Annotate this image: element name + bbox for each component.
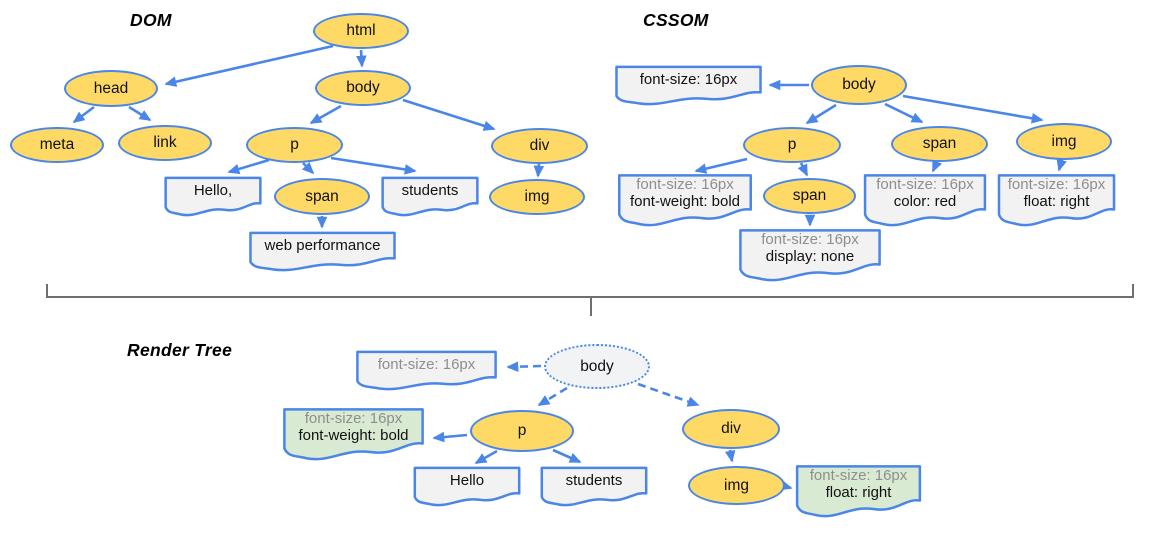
edge-p-students xyxy=(330,156,417,175)
cssom-node-span-red: span xyxy=(891,126,988,162)
render-text-students: students xyxy=(540,466,648,508)
render-rule-p-line2: font-weight: bold xyxy=(298,427,409,444)
render-rule-body-line1: font-size: 16px xyxy=(377,356,476,373)
dom-node-meta: meta xyxy=(10,127,104,163)
cssom-rule-img-line2: float: right xyxy=(1023,193,1090,210)
cssom-rule-span-red: font-size: 16px color: red xyxy=(863,173,987,229)
render-node-body: body xyxy=(544,344,650,389)
dom-text-webperf-label: web performance xyxy=(264,237,381,254)
edge-html-body xyxy=(356,49,367,68)
cssom-rule-body-line1: font-size: 16px xyxy=(639,71,738,88)
render-rule-p-line1: font-size: 16px xyxy=(304,410,403,427)
edge-body-div xyxy=(637,382,700,407)
cssom-rule-p: font-size: 16px font-weight: bold xyxy=(617,173,753,229)
edge-head-meta xyxy=(72,105,95,124)
cssom-rule-p-line2: font-weight: bold xyxy=(629,193,741,210)
render-tree-title: Render Tree xyxy=(127,340,233,360)
cssom-rule-span-none-line2: display: none xyxy=(765,248,855,265)
dom-text-students-label: students xyxy=(401,182,459,199)
cssom-rule-span-none: font-size: 16px display: none xyxy=(738,228,882,284)
render-node-div: div xyxy=(682,409,780,449)
cssom-node-img: img xyxy=(1016,123,1112,160)
edge-body-p xyxy=(805,103,837,125)
cssom-node-p: p xyxy=(743,127,841,163)
render-rule-p: font-size: 16px font-weight: bold xyxy=(282,407,425,463)
edge-head-link xyxy=(128,105,152,122)
edge-div-img xyxy=(533,163,545,178)
dom-node-p: p xyxy=(246,127,343,163)
dom-text-webperf: web performance xyxy=(248,231,397,273)
render-rule-body: font-size: 16px xyxy=(355,350,498,392)
edge-span-rule xyxy=(931,159,943,173)
edge-html-head xyxy=(164,44,334,87)
cssom-node-span-none: span xyxy=(763,178,856,214)
dom-title: DOM xyxy=(130,10,172,30)
cssom-rule-span-red-line2: color: red xyxy=(893,193,957,210)
cssom-rule-img-line1: font-size: 16px xyxy=(1007,176,1106,193)
group-brace xyxy=(46,284,1134,316)
dom-text-hello-label: Hello, xyxy=(193,182,233,199)
edge-img-rule xyxy=(1056,158,1067,172)
dom-node-html: html xyxy=(313,13,409,49)
cssom-rule-p-line1: font-size: 16px xyxy=(636,176,734,193)
dom-node-div: div xyxy=(491,128,588,164)
cssom-title: CSSOM xyxy=(643,10,709,30)
dom-node-body: body xyxy=(315,70,411,106)
edge-img-rule xyxy=(779,480,793,491)
edge-body-p xyxy=(309,104,342,125)
cssom-rule-body: font-size: 16px xyxy=(614,65,763,107)
edge-p-hello xyxy=(474,449,498,465)
cssom-node-body: body xyxy=(811,65,907,105)
dom-node-link: link xyxy=(118,125,212,161)
cssom-rule-span-none-line1: font-size: 16px xyxy=(761,231,859,248)
edge-body-img xyxy=(902,94,1044,124)
brace-line xyxy=(46,284,1134,298)
render-node-p: p xyxy=(470,410,574,452)
dom-text-hello: Hello, xyxy=(164,176,262,218)
edge-body-div xyxy=(402,98,496,131)
edge-p-span xyxy=(797,162,809,177)
render-text-hello: Hello xyxy=(413,466,521,508)
render-text-students-label: students xyxy=(565,472,623,489)
cssom-rule-span-red-line1: font-size: 16px xyxy=(876,176,974,193)
edge-body-p xyxy=(537,386,568,407)
edge-div-img xyxy=(724,449,736,463)
render-node-img: img xyxy=(688,466,785,505)
edge-p-rule xyxy=(694,157,748,174)
edge-body-rule xyxy=(506,361,542,372)
cssom-rule-img: font-size: 16px float: right xyxy=(997,173,1116,229)
edge-p-hello xyxy=(227,158,270,175)
render-rule-img: font-size: 16px float: right xyxy=(795,464,922,520)
render-rule-img-line2: float: right xyxy=(825,484,892,501)
render-text-hello-label: Hello xyxy=(449,472,485,489)
dom-node-img: img xyxy=(489,179,585,215)
edge-p-rule xyxy=(432,431,468,443)
dom-node-head: head xyxy=(64,70,158,107)
edge-p-span xyxy=(301,161,315,175)
edge-body-span xyxy=(884,102,924,124)
dom-text-students: students xyxy=(381,176,479,218)
dom-node-span: span xyxy=(274,178,370,215)
edge-p-students xyxy=(552,448,582,464)
render-rule-img-line1: font-size: 16px xyxy=(809,467,908,484)
